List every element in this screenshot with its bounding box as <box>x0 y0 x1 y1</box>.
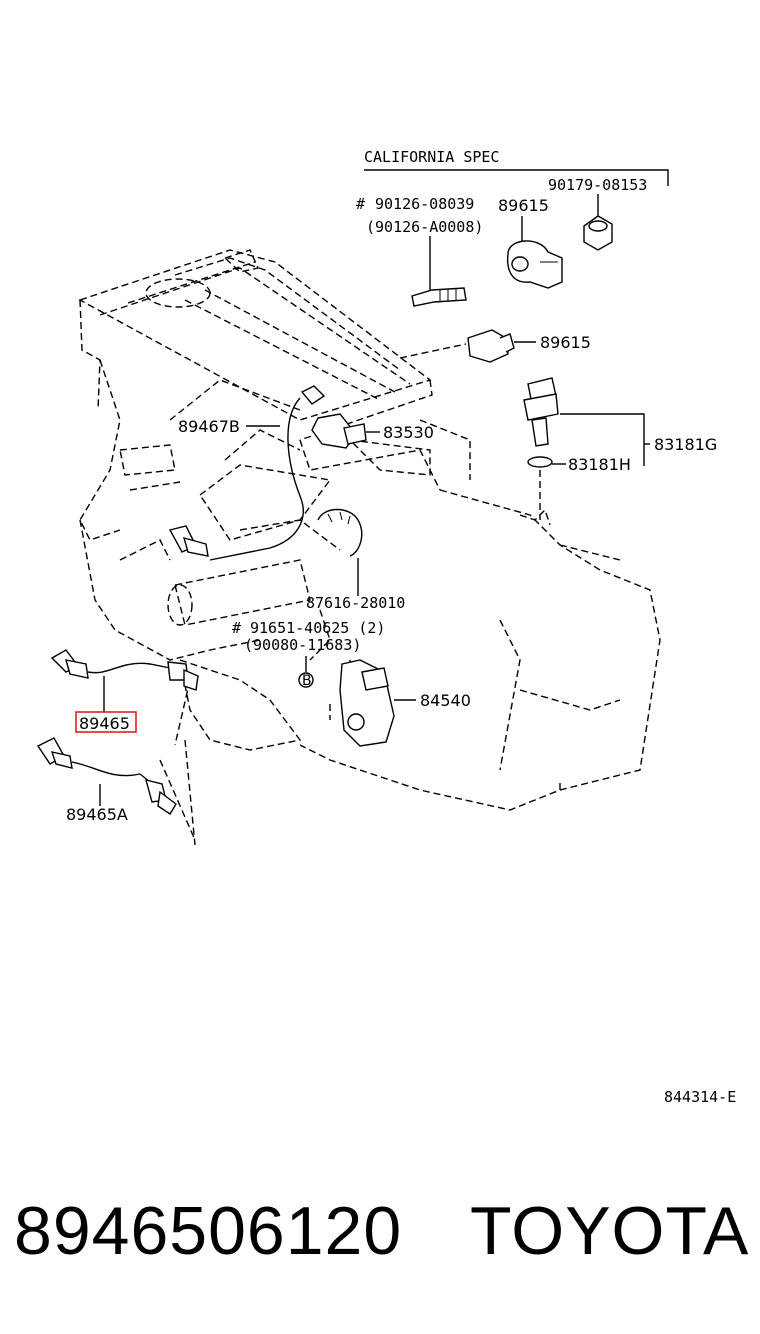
oxygen-sensor-89467b: 89467B <box>168 385 326 561</box>
oxygen-sensor-89465a: 89465A <box>36 737 177 824</box>
part-label-89615-mid: 89615 <box>540 333 591 352</box>
speed-sensor-83181g: 83181G 83181H <box>523 377 717 520</box>
oil-pressure-switch-83530: 83530 <box>311 413 434 449</box>
part-label-91651: 91651-40625 (2) <box>250 619 385 637</box>
part-label-90179: 90179-08153 <box>548 176 647 194</box>
figure-code: 844314-E <box>664 1088 736 1106</box>
neutral-switch-84540: 84540 <box>329 659 471 747</box>
part-label-89465a: 89465A <box>66 805 128 824</box>
part-label-89467b: 89467B <box>178 417 240 436</box>
hash-mark-90126: # <box>356 195 365 213</box>
bolt-91651-group: # 91651-40625 (2) (90080-11683) B <box>232 619 385 689</box>
brand-name: TOYOTA <box>470 1193 750 1269</box>
highlight-box-89465 <box>75 711 137 733</box>
knock-sensor-89615-mid: 89615 <box>399 329 591 363</box>
stud-bolt-90126 <box>411 236 467 307</box>
part-label-87616: 87616-28010 <box>306 594 405 612</box>
clamp-87616: 87616-28010 <box>306 508 405 612</box>
knock-sensor-89615-top <box>506 216 563 289</box>
part-label-83181h: 83181H <box>568 455 631 474</box>
nut-90179 <box>583 194 613 251</box>
part-label-90080: (90080-11683) <box>244 636 361 654</box>
circle-b-marker: B <box>302 673 312 689</box>
part-label-83181g: 83181G <box>654 435 717 454</box>
part-label-83530: 83530 <box>383 423 434 442</box>
hash-mark-91651: # <box>232 619 241 637</box>
california-spec-label: CALIFORNIA SPEC <box>364 148 499 166</box>
part-number-title: 8946506120 <box>14 1193 403 1269</box>
oxygen-sensor-89465: 89465 <box>50 649 199 733</box>
part-label-84540: 84540 <box>420 691 471 710</box>
part-label-90126: 90126-08039 <box>375 195 474 213</box>
engine-outline <box>78 249 661 846</box>
part-label-90126-alt: (90126-A0008) <box>366 218 483 236</box>
part-label-89465: 89465 <box>79 714 130 733</box>
part-label-89615-top: 89615 <box>498 196 549 215</box>
california-spec-group: CALIFORNIA SPEC 90179-08153 # 90126-0803… <box>356 148 669 236</box>
